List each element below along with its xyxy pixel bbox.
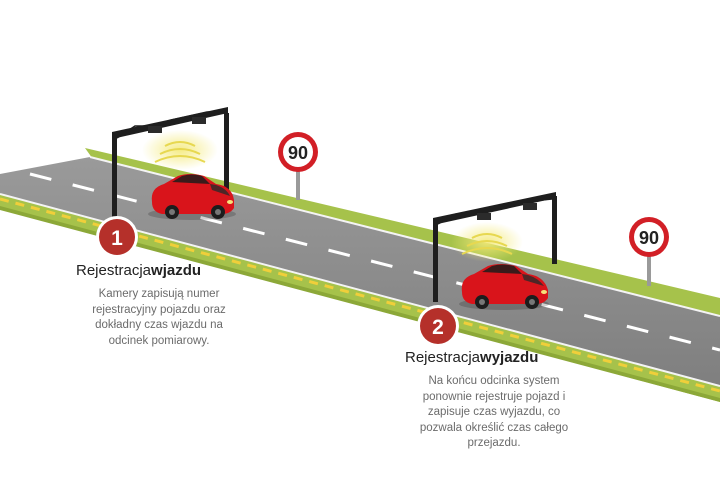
speed-limit-sign-icon: 90 [629,217,669,286]
step-title: Rejestracjawjazdu [76,262,242,279]
speed-limit-value: 90 [639,228,659,248]
step-description: Na końcu odcinka system ponownie rejestr… [419,375,569,449]
camera-gantry-icon [433,192,557,302]
car-icon [459,264,549,310]
step-title-part2: wjazdu [151,262,202,279]
camera-gantry-icon [112,107,229,231]
step-title-part2: wyjazdu [480,349,539,366]
grass-edge-shade [0,206,720,402]
road-yellow-border [0,197,720,393]
step-entry: Rejestracjawjazdu Kamery zapisują numer … [76,262,242,349]
road-surface [0,157,720,386]
car-icon [148,174,236,220]
speed-limit-sign-icon: 90 [278,132,318,200]
step-exit: Rejestracjawyjazdu Na końcu odcinka syst… [405,349,585,452]
step-title-part1: Rejestracja [405,349,481,366]
step-description: Kamery zapisują numer rejestracyjny poja… [92,288,226,347]
road-center-line [29,172,720,352]
speed-limit-value: 90 [288,143,308,163]
step-number: 1 [111,227,123,250]
step-badge-icon: 1 [96,216,138,258]
step-badge-icon: 2 [417,305,459,347]
step-title: Rejestracjawyjazdu [405,349,585,366]
step-title-part1: Rejestracja [76,262,152,279]
step-number: 2 [432,316,444,339]
